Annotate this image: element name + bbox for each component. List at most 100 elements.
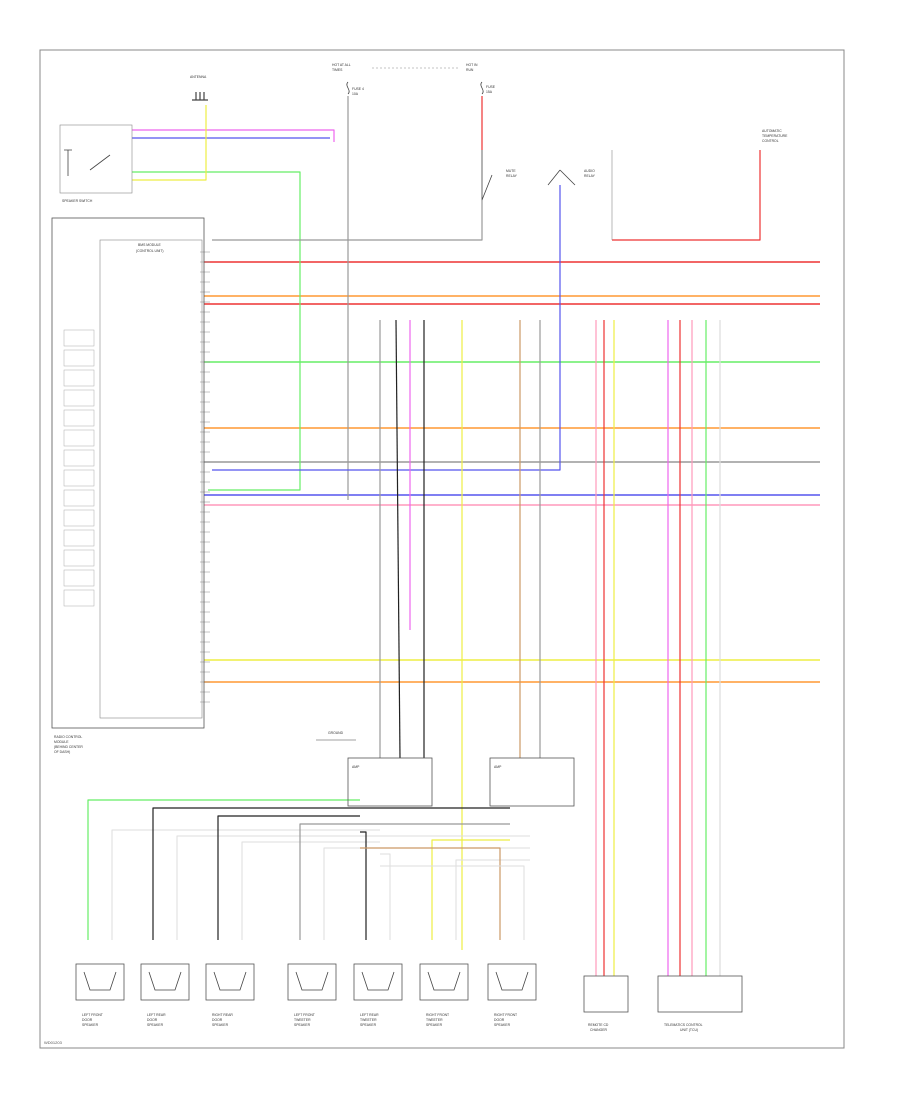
speaker-switch-symbol	[64, 149, 111, 176]
fuse-right-caption-1: HOT IN	[466, 63, 478, 67]
speaker-caption-line: LEFT FRONT	[294, 1013, 315, 1017]
speaker-caption-line: SPEAKER	[360, 1023, 377, 1027]
headunit-caption-2: MODULE	[54, 740, 69, 744]
cd-changer-caption-1: REMOTE CD	[588, 1023, 609, 1027]
speaker-box	[75, 963, 125, 1001]
speaker-feed-b-3	[323, 847, 530, 940]
wire-harness	[87, 96, 820, 976]
speaker-cone-icon	[295, 971, 329, 991]
amp-right-box	[489, 757, 575, 807]
speaker-box	[205, 963, 255, 1001]
speaker-feed-b-1	[176, 835, 530, 940]
automatic-temperature-control-note: AUTOMATIC TEMPERATURE CONTROL	[762, 129, 788, 143]
headunit-internal-block	[63, 509, 95, 527]
fuse-left-caption-1: HOT AT ALL	[332, 63, 351, 67]
mute-relay: MUTE RELAY	[481, 150, 518, 201]
headunit-inner-box	[99, 239, 203, 719]
speaker-cone-icon	[83, 971, 117, 991]
speaker-feed-b-2	[241, 841, 380, 940]
fuse-left-symbol	[346, 81, 350, 95]
amp-right: AMP	[489, 757, 575, 807]
antenna: ANTENNA	[190, 75, 208, 101]
speaker-box	[287, 963, 337, 1001]
headunit-internal-block	[63, 329, 95, 347]
speaker-feed-a-6	[360, 847, 501, 940]
speaker-caption-line: SPEAKER	[294, 1023, 311, 1027]
amp-left: AMP	[347, 757, 433, 807]
speaker-feed-b-6	[380, 865, 525, 940]
remote-cd-changer: REMOTE CD CHANGER	[583, 975, 629, 1032]
cd-changer-caption-2: CHANGER	[590, 1028, 608, 1032]
headunit-internal-block	[63, 489, 95, 507]
footer-code: WD01203	[44, 1040, 63, 1045]
headunit-block-sub: (CONTROL UNIT)	[136, 249, 164, 253]
speaker-box	[140, 963, 190, 1001]
speaker-box	[419, 963, 469, 1001]
fuse-right-caption-3: FUSE	[486, 85, 496, 89]
amp-right-caption: AMP	[494, 765, 502, 769]
speaker-cone-icon	[427, 971, 461, 991]
mute-relay-output	[212, 200, 483, 241]
mute-relay-caption-1: MUTE	[506, 169, 516, 173]
speaker-box	[353, 963, 403, 1001]
speaker-caption-line: RIGHT REAR	[212, 1013, 233, 1017]
speaker-feed-b-0	[111, 829, 380, 940]
speaker-feed-a-1	[152, 807, 510, 940]
antenna-symbol	[192, 92, 208, 101]
speaker-caption-line: SPEAKER	[82, 1023, 99, 1027]
speaker-feed-a-4	[360, 831, 367, 940]
mute-relay-symbol	[481, 150, 493, 201]
fuse-hot-at-all-times: HOT AT ALL TIMES FUSE 4 10A	[332, 63, 364, 96]
speaker-cone-icon	[361, 971, 395, 991]
fuse-left-caption-2: TIMES	[332, 68, 343, 72]
mute-relay-caption-2: RELAY	[506, 174, 518, 178]
speaker-caption-line: SPEAKER	[494, 1023, 511, 1027]
headunit-internal-block	[63, 589, 95, 607]
remote-note-1: AUTOMATIC	[762, 129, 782, 133]
speaker-cone-icon	[213, 971, 247, 991]
speaker-caption-line: DOOR	[147, 1018, 158, 1022]
speaker-caption-line: SPEAKER	[426, 1023, 443, 1027]
headunit-outer-box	[51, 217, 205, 729]
speaker-caption-line: RIGHT FRONT	[494, 1013, 517, 1017]
telematics-box	[657, 975, 743, 1013]
speaker-caption-line: LEFT REAR	[360, 1013, 379, 1017]
headunit-caption-4: OF DASH)	[54, 750, 70, 754]
speaker-caption-line: TWEETER	[294, 1018, 311, 1022]
speaker-box	[487, 963, 537, 1001]
remote-note-2: TEMPERATURE	[762, 134, 788, 138]
remote-note-3: CONTROL	[762, 139, 779, 143]
ground-caption: GROUND	[328, 731, 344, 735]
speaker-cone-icon	[495, 971, 529, 991]
remote-ctrl-feed	[612, 150, 761, 241]
speaker-caption-line: RIGHT FRONT	[426, 1013, 449, 1017]
cd-changer-box	[583, 975, 629, 1013]
ground-jumper: GROUND	[316, 731, 356, 741]
speaker-caption-line: TWEETER	[426, 1018, 443, 1022]
speaker-caption-line: TWEETER	[360, 1018, 377, 1022]
speaker-feed-b-5	[455, 859, 530, 940]
fuse-right-caption-2: RUN	[466, 68, 474, 72]
fuse-left-caption-3: FUSE 4	[352, 87, 364, 91]
antenna-lead	[132, 105, 207, 181]
headunit-caption-3: (BEHIND CENTER	[54, 745, 83, 749]
headunit-caption-1: RADIO CONTROL	[54, 735, 82, 739]
audio-relay-caption-2: RELAY	[584, 174, 596, 178]
headunit-internal-block	[63, 409, 95, 427]
speaker-feed-a-2	[217, 815, 360, 940]
speaker-cone-icon	[148, 971, 182, 991]
headunit-internal-block	[63, 469, 95, 487]
headunit-internal-block	[63, 389, 95, 407]
speaker-caption-line: DOOR	[494, 1018, 505, 1022]
audio-relay-caption-1: AUDIO	[584, 169, 595, 173]
audio-relay-symbol	[547, 169, 576, 186]
speaker-caption-line: DOOR	[212, 1018, 223, 1022]
fuse-hot-in-run: HOT IN RUN FUSE 15A	[466, 63, 496, 95]
